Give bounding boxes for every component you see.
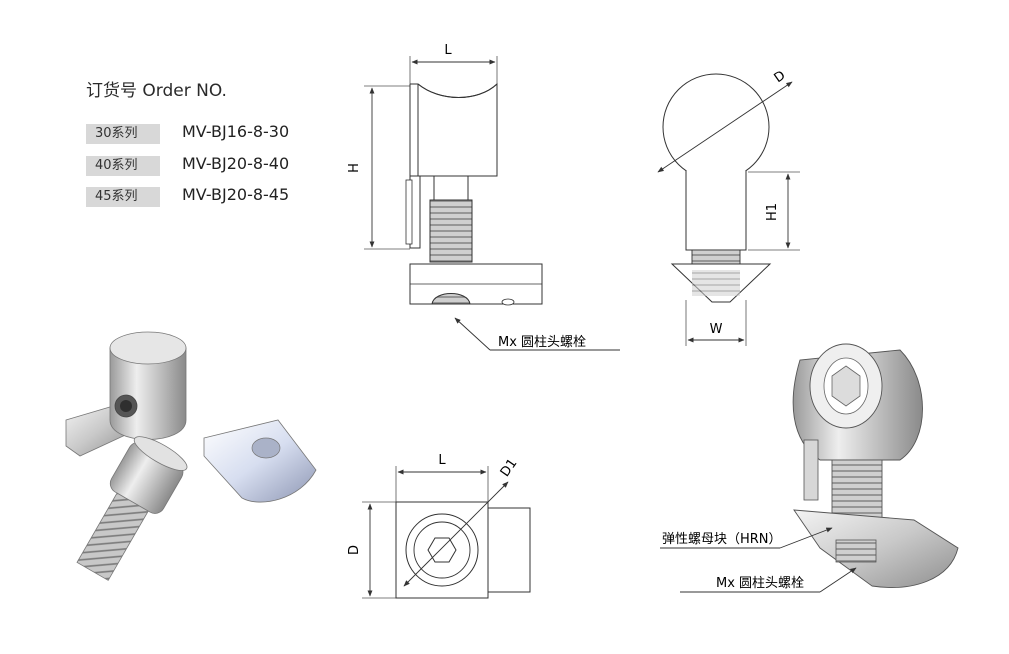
callout-bolt-top: Mx 圆柱头螺栓 <box>498 335 586 350</box>
callout-nut-block: 弹性螺母块（HRN） <box>662 532 782 547</box>
dimension-label-d: D <box>772 68 789 86</box>
series-badge: 40系列 <box>86 156 160 176</box>
callout-bolt-bottom: Mx 圆柱头螺栓 <box>716 576 804 591</box>
dimension-label-d-top: D <box>347 545 362 555</box>
top-view-drawing: L D D1 <box>347 453 531 599</box>
thread-section <box>429 199 473 263</box>
product-photo-render <box>65 331 317 581</box>
dimension-label-h1: H1 <box>765 203 780 221</box>
dimension-label-d1: D1 <box>498 456 521 480</box>
dimension-line-d <box>657 81 793 173</box>
front-view-drawing: D H1 W <box>657 68 800 346</box>
order-code: MV-BJ16-8-30 <box>182 122 290 141</box>
side-view-drawing: L H Mx 圆柱头螺栓 <box>347 43 620 351</box>
dimension-label-l: L <box>444 43 452 58</box>
dimension-label-l-top: L <box>438 453 446 468</box>
series-badge: 30系列 <box>86 124 160 144</box>
series-badge: 45系列 <box>86 187 160 207</box>
dimension-line-d1 <box>403 481 509 587</box>
assembly-3d-view: 弹性螺母块（HRN） Mx 圆柱头螺栓 <box>660 343 959 593</box>
order-code: MV-BJ20-8-45 <box>182 185 290 204</box>
dimension-label-w: W <box>710 322 723 337</box>
dimension-label-h: H <box>347 163 362 173</box>
order-number-title: 订货号 Order NO. <box>86 81 227 101</box>
order-code: MV-BJ20-8-40 <box>182 154 290 173</box>
